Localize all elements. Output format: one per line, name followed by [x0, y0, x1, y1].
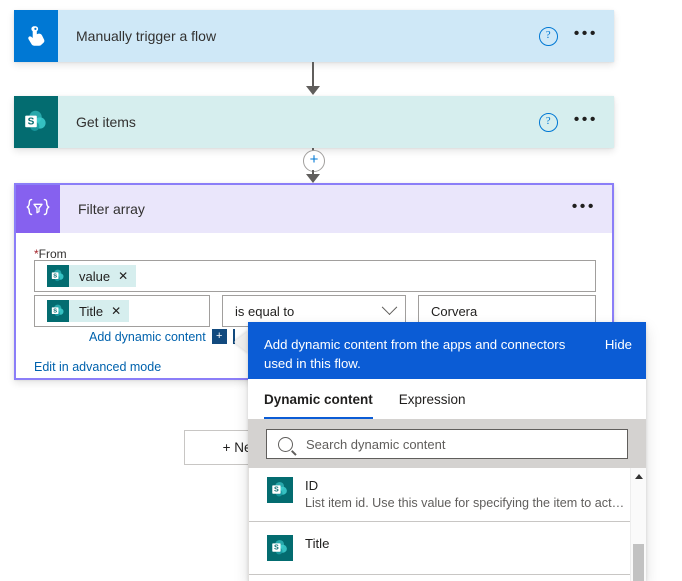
list-item[interactable]: S Title	[249, 521, 646, 574]
dynamic-token-title[interactable]: S Title ✕	[47, 300, 130, 322]
touch-trigger-icon	[14, 10, 58, 62]
condition-operator-select[interactable]: is equal to	[222, 295, 406, 327]
search-icon	[278, 436, 293, 452]
add-dynamic-content-plus-icon[interactable]: +	[211, 329, 227, 344]
flow-step-get-items[interactable]: S Get items ? •••	[14, 96, 614, 148]
connector-arrow-trigger-to-getitems	[306, 86, 320, 95]
flow-step-title: Get items	[76, 114, 136, 130]
connector-line-trigger-to-getitems	[312, 62, 314, 88]
list-item-text: ID List item id. Use this value for spec…	[305, 477, 627, 512]
connector-arrow-plus-to-filter	[306, 174, 320, 183]
hide-banner-button[interactable]: Hide	[604, 337, 632, 352]
svg-text:S: S	[274, 544, 279, 552]
list-item-description: List item id. Use this value for specify…	[305, 496, 627, 510]
required-marker: *	[34, 247, 39, 261]
filter-array-header[interactable]: Filter array •••	[16, 185, 612, 233]
search-placeholder: Search dynamic content	[306, 436, 446, 452]
list-item[interactable]: S	[249, 574, 646, 581]
operator-value: is equal to	[235, 303, 295, 319]
sharepoint-token-icon: S	[47, 265, 69, 287]
flow-step-actions: ? •••	[538, 110, 614, 132]
from-input[interactable]: S value ✕	[34, 260, 596, 292]
add-dynamic-content-label: Add dynamic content	[89, 329, 206, 344]
flow-step-actions: ? •••	[538, 24, 614, 46]
chevron-down-icon[interactable]	[381, 298, 398, 315]
list-item-name: Title	[305, 536, 330, 551]
svg-text:S: S	[28, 116, 35, 127]
dynamic-content-list[interactable]: S ID List item id. Use this value for sp…	[248, 468, 646, 581]
tab-dynamic-content[interactable]: Dynamic content	[264, 379, 373, 419]
scroll-up-icon[interactable]	[631, 468, 646, 485]
sharepoint-icon: S	[14, 96, 58, 148]
condition-value-input[interactable]: Corvera	[418, 295, 596, 327]
help-icon[interactable]: ?	[538, 112, 558, 132]
edit-in-advanced-mode-link[interactable]: Edit in advanced mode	[34, 360, 162, 374]
svg-text:S: S	[53, 308, 57, 314]
condition-value: Corvera	[431, 303, 478, 319]
add-step-plus-icon[interactable]: +	[303, 150, 325, 172]
dynamic-content-banner: Add dynamic content from the apps and co…	[248, 322, 646, 379]
flow-step-title: Manually trigger a flow	[76, 28, 217, 44]
scrollbar-thumb[interactable]	[633, 544, 644, 581]
list-item-text: Title	[305, 535, 329, 552]
connector-line-plus-to-filter	[312, 170, 314, 176]
dynamic-content-scrollbar[interactable]	[630, 468, 646, 581]
list-item[interactable]: S ID List item id. Use this value for sp…	[249, 468, 646, 521]
flow-step-title: Filter array	[78, 201, 145, 217]
sharepoint-icon: S	[267, 477, 293, 503]
svg-text:S: S	[274, 486, 279, 494]
tab-expression[interactable]: Expression	[398, 391, 466, 407]
svg-text:S: S	[53, 273, 57, 279]
condition-left-input[interactable]: S Title ✕	[34, 295, 210, 327]
remove-token-icon[interactable]: ✕	[111, 304, 122, 318]
overflow-menu-icon[interactable]: •••	[571, 197, 596, 215]
sharepoint-token-icon: S	[47, 300, 69, 322]
text-caret	[232, 329, 235, 344]
from-label-text: From	[38, 247, 67, 261]
banner-text: Add dynamic content from the apps and co…	[264, 337, 566, 371]
from-field-label: *From	[34, 247, 67, 261]
dynamic-token-value[interactable]: S value ✕	[47, 265, 137, 287]
dynamic-content-panel: Add dynamic content from the apps and co…	[248, 322, 646, 581]
help-icon[interactable]: ?	[538, 26, 558, 46]
sharepoint-icon: S	[267, 535, 293, 561]
token-label: value	[79, 268, 111, 284]
overflow-menu-icon[interactable]: •••	[573, 24, 598, 42]
flow-step-manually-trigger-a-flow[interactable]: Manually trigger a flow ? •••	[14, 10, 614, 62]
search-input[interactable]: Search dynamic content	[266, 429, 628, 459]
search-region: Search dynamic content	[248, 419, 646, 468]
remove-token-icon[interactable]: ✕	[118, 269, 129, 283]
flow-step-actions: •••	[571, 197, 612, 216]
overflow-menu-icon[interactable]: •••	[573, 110, 598, 128]
list-item-name: ID	[305, 478, 319, 493]
filter-array-icon	[16, 185, 60, 233]
callout-pointer	[234, 330, 250, 354]
add-dynamic-content-button[interactable]: Add dynamic content +	[89, 329, 235, 344]
dynamic-content-tabs: Dynamic content Expression	[248, 379, 646, 419]
token-label: Title	[79, 303, 104, 319]
